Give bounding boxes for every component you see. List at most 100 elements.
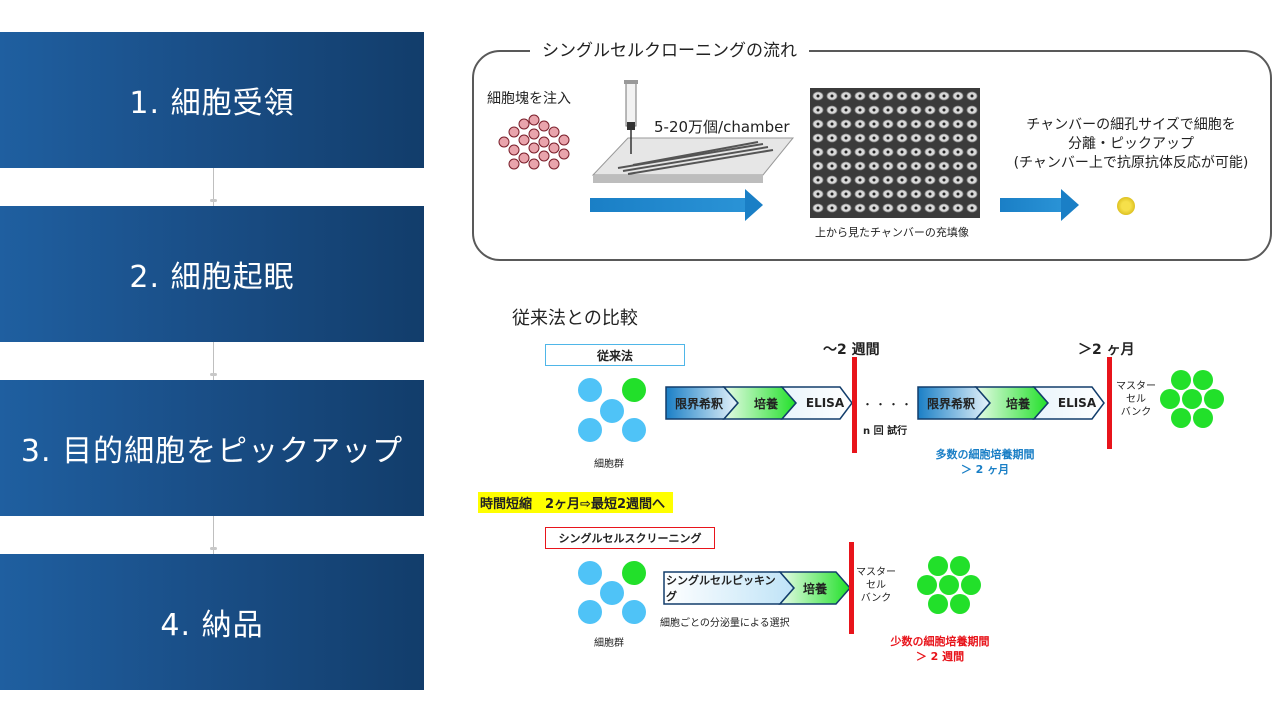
chamber-well-cell [956, 164, 960, 168]
chamber-well-cell [914, 178, 918, 182]
two-week-marker [852, 357, 857, 453]
chamber-well-cell [872, 192, 876, 196]
flow-desc-line1: チャンバーの細孔サイズで細胞を [1026, 117, 1236, 133]
flow-desc-line3: (チャンバー上で抗原抗体反応が可能) [1013, 155, 1249, 171]
chamber-well-cell [858, 94, 862, 98]
chamber-well-cell [900, 178, 904, 182]
chamber-well-cell [942, 136, 946, 140]
chamber-well-cell [900, 206, 904, 210]
chamber-well-cell [914, 136, 918, 140]
chamber-well-cell [816, 122, 820, 126]
single-period-line1: 少数の細胞培養期間 [890, 635, 990, 648]
time-reduction-highlight: 時間短縮 2ヶ月⇨最短2週間へ [478, 492, 673, 513]
chamber-well-cell [886, 164, 890, 168]
chamber-well-cell [956, 136, 960, 140]
chamber-well-cell [928, 94, 932, 98]
step-1: 1. 細胞受領 [0, 32, 424, 168]
chamber-well-cell [816, 136, 820, 140]
single-tag: シングルセルスクリーニング [545, 527, 715, 549]
connector-3 [213, 516, 214, 554]
chamber-well-cell [900, 164, 904, 168]
chamber-well-cell [914, 122, 918, 126]
single-seg-picking: シングルセルピッキング [666, 574, 776, 603]
amount-label: 5-20万個/chamber [654, 118, 790, 136]
chamber-well-cell [970, 108, 974, 112]
chamber-well-cell [942, 108, 946, 112]
chamber-well-cell [830, 206, 834, 210]
chamber-well-cell [886, 136, 890, 140]
chamber-well-cell [816, 206, 820, 210]
chamber-well-cell [872, 178, 876, 182]
chamber-well-cell [816, 150, 820, 154]
chamber-well-cell [858, 206, 862, 210]
chamber-well-cell [942, 206, 946, 210]
two-week-label: ～2 週間 [823, 342, 880, 358]
chamber-well-cell [900, 192, 904, 196]
chamber-well-cell [900, 136, 904, 140]
chamber-well-cell [816, 178, 820, 182]
chamber-well-cell [942, 164, 946, 168]
chamber-well-cell [956, 122, 960, 126]
chamber-well-cell [830, 164, 834, 168]
chamber-well-cell [830, 150, 834, 154]
chamber-well-cell [858, 192, 862, 196]
chamber-well-cell [844, 136, 848, 140]
single-cells-label: 細胞群 [594, 638, 624, 649]
connector-1 [213, 168, 214, 206]
single-select-label: 細胞ごとの分泌量による選択 [660, 618, 790, 629]
chamber-well-cell [928, 108, 932, 112]
conv-period: 多数の細胞培養期間 ＞ 2 ヶ月 [915, 447, 1055, 477]
flow-arrow-1-head [745, 189, 763, 221]
chamber-well-cell [928, 178, 932, 182]
connector-1-tip [210, 199, 217, 202]
repeat-label: n 回 試行 [863, 426, 908, 437]
chamber-well-cell [956, 206, 960, 210]
chamber-well-cell [816, 94, 820, 98]
conv-period-line2: ＞ 2 ヶ月 [960, 463, 1010, 476]
chamber-image [810, 88, 980, 218]
chamber-well-cell [928, 122, 932, 126]
chamber-well-cell [830, 94, 834, 98]
conv-seg-dilution-2: 限界希釈 [926, 396, 975, 411]
chamber-well-cell [886, 94, 890, 98]
flow-desc-line2: 分離・ピックアップ [1068, 136, 1194, 152]
chamber-well-cell [900, 122, 904, 126]
flow-arrow-2 [1000, 198, 1062, 212]
chamber-well-cell [942, 150, 946, 154]
chamber-well-cell [956, 108, 960, 112]
chamber-well-cell [970, 164, 974, 168]
chamber-well-cell [872, 150, 876, 154]
chamber-well-cell [844, 150, 848, 154]
chamber-well-cell [816, 108, 820, 112]
step-2-label: 2. 細胞起眠 [129, 260, 295, 295]
chamber-well-cell [928, 192, 932, 196]
chamber-well-cell [872, 206, 876, 210]
chamber-well-cell [858, 122, 862, 126]
conv-seg-culture-2: 培養 [1005, 396, 1030, 411]
conv-seg-culture: 培養 [753, 396, 778, 411]
two-month-marker [1107, 357, 1112, 449]
chamber-well-cell [858, 108, 862, 112]
single-period-marker [849, 542, 854, 634]
chamber-well-cell [970, 206, 974, 210]
chamber-well-cell [928, 136, 932, 140]
step-4: 4. 納品 [0, 554, 424, 690]
chamber-well-cell [858, 136, 862, 140]
chamber-well-cell [956, 178, 960, 182]
chamber-well-cell [928, 150, 932, 154]
conv-bank-label: マスター セル バンク [1116, 381, 1156, 418]
chamber-well-cell [844, 192, 848, 196]
chamber-well-cell [844, 164, 848, 168]
chamber-well-cell [970, 136, 974, 140]
chamber-well-cell [872, 94, 876, 98]
step-4-label: 4. 納品 [160, 608, 264, 643]
step-3-label: 3. 目的細胞をピックアップ [20, 434, 404, 469]
single-seg-culture: 培養 [802, 581, 827, 596]
chamber-well-cell [970, 122, 974, 126]
chamber-well-cell [942, 192, 946, 196]
single-period: 少数の細胞培養期間 ＞ 2 週間 [870, 634, 1010, 664]
syringe-plate-icon [591, 80, 795, 183]
chamber-well-cell [970, 94, 974, 98]
chamber-well-cell [914, 192, 918, 196]
chamber-well-cell [942, 94, 946, 98]
